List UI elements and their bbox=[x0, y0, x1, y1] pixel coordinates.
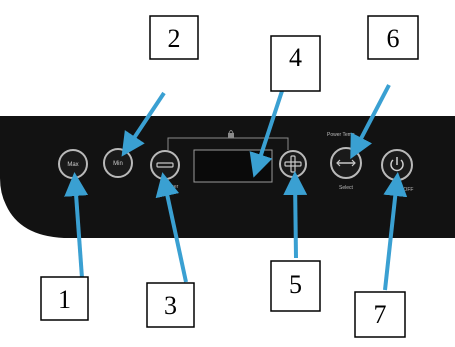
select-caption: Select bbox=[339, 185, 354, 191]
power-temp-label: Power Temp bbox=[327, 132, 355, 138]
plus-button[interactable] bbox=[279, 150, 307, 178]
callout-arrow-2 bbox=[121, 91, 166, 157]
callout-box-5: 5 bbox=[270, 260, 321, 312]
callout-box-4: 4 bbox=[270, 35, 321, 92]
svg-text:4: 4 bbox=[289, 43, 302, 72]
callout-arrow-7 bbox=[383, 172, 408, 291]
min-label: Min bbox=[113, 161, 123, 167]
lock-icon bbox=[228, 130, 234, 138]
svg-text:3: 3 bbox=[164, 291, 177, 320]
svg-text:2: 2 bbox=[168, 24, 181, 53]
svg-text:7: 7 bbox=[374, 300, 387, 329]
svg-text:6: 6 bbox=[387, 24, 400, 53]
callout-arrow-5 bbox=[283, 171, 308, 259]
callout-arrow-4 bbox=[249, 90, 284, 178]
callout-box-1: 1 bbox=[40, 276, 89, 321]
callout-box-7: 7 bbox=[354, 291, 406, 338]
power-icon bbox=[390, 157, 404, 172]
callout-arrow-3 bbox=[155, 172, 188, 283]
svg-text:1: 1 bbox=[58, 285, 71, 314]
max-label: Max bbox=[67, 162, 78, 168]
min-button[interactable]: Min bbox=[103, 148, 133, 178]
callout-box-6: 6 bbox=[367, 15, 419, 60]
callout-arrow-1 bbox=[64, 172, 89, 279]
callout-box-3: 3 bbox=[146, 282, 195, 328]
callout-box-2: 2 bbox=[149, 15, 199, 60]
callout-arrow-6 bbox=[350, 84, 391, 160]
max-button[interactable]: Max bbox=[58, 149, 88, 179]
minus-icon bbox=[156, 162, 174, 168]
arrows-icon bbox=[336, 159, 356, 167]
svg-text:5: 5 bbox=[289, 270, 302, 299]
